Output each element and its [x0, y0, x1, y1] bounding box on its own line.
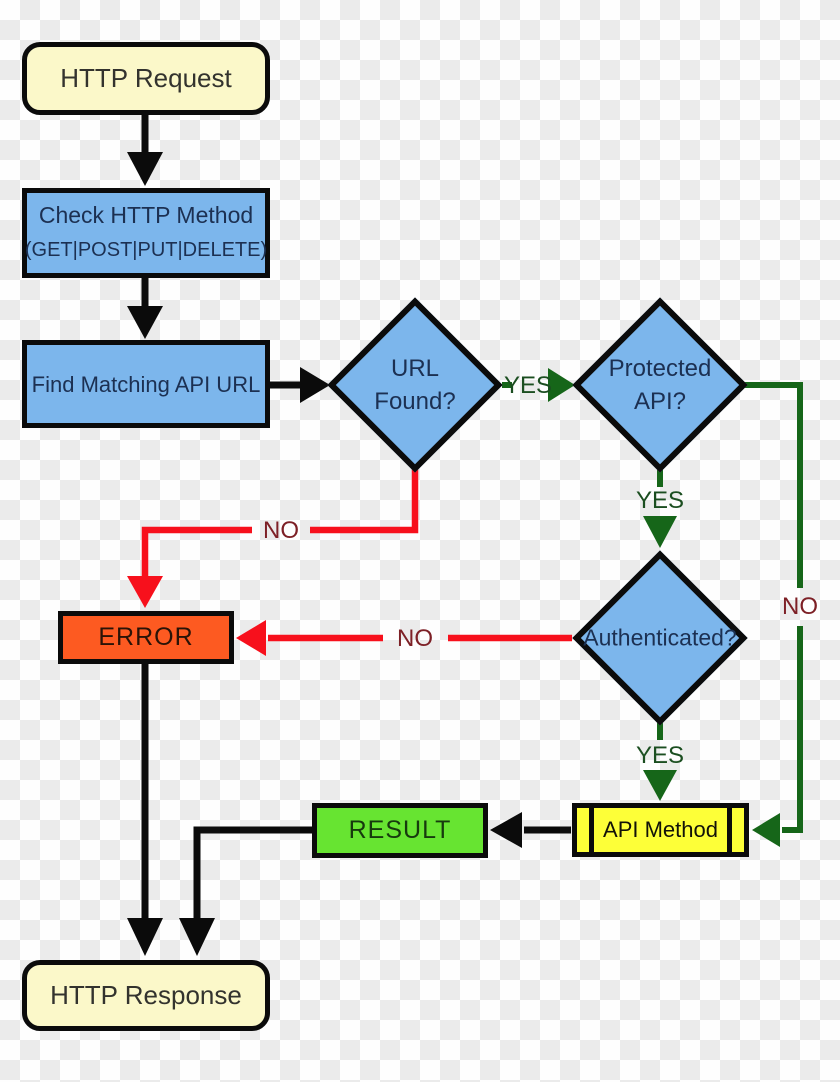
predefined-process-left-bar [589, 807, 594, 853]
edge-error-to-response [127, 663, 163, 956]
node-error-label: ERROR [98, 623, 194, 651]
edge-urlfound-no-to-error [127, 469, 419, 608]
node-check-http-method-line2: (GET|POST|PUT|DELETE) [24, 239, 268, 261]
node-find-matching-api-url-label: Find Matching API URL [31, 371, 261, 397]
edge-check-to-find [127, 277, 163, 339]
edge-auth-yes-to-apimethod [643, 723, 677, 801]
node-http-request-label: HTTP Request [60, 63, 232, 93]
node-api-method-label: API Method [603, 817, 718, 842]
edge-protected-no-to-apimethod [745, 382, 803, 847]
edge-apimethod-to-result [490, 812, 571, 848]
node-result-label: RESULT [348, 816, 452, 844]
node-check-http-method-line1: Check HTTP Method [38, 202, 254, 228]
node-http-request: HTTP Request [22, 42, 270, 115]
node-http-response: HTTP Response [22, 960, 270, 1031]
node-http-response-label: HTTP Response [50, 980, 242, 1010]
edge-result-to-response [179, 826, 313, 956]
node-result: RESULT [312, 803, 488, 858]
edge-protected-yes-to-auth [643, 470, 677, 548]
edge-find-to-urlfound [267, 367, 330, 403]
node-find-matching-api-url: Find Matching API URL [22, 340, 270, 428]
node-api-method: API Method [572, 803, 749, 857]
edge-request-to-check [127, 114, 163, 186]
node-error: ERROR [58, 611, 234, 664]
edge-auth-no-to-error [236, 620, 572, 656]
predefined-process-right-bar [727, 807, 732, 853]
node-check-http-method: Check HTTP Method (GET|POST|PUT|DELETE) [22, 188, 270, 278]
edge-urlfound-yes-to-protected [502, 368, 575, 402]
